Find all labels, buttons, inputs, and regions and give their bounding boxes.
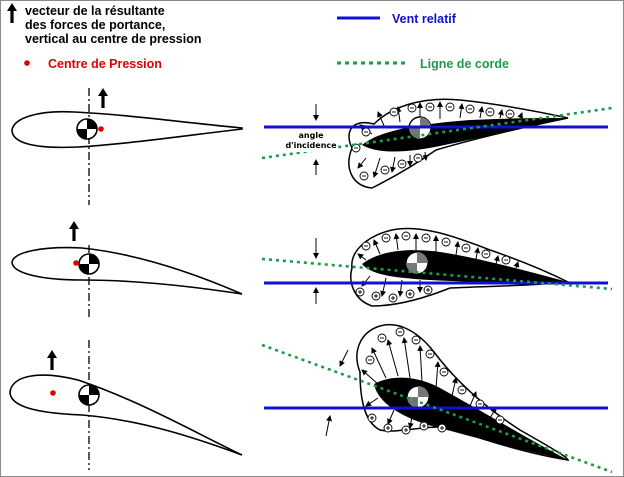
minus-signs-lower bbox=[362, 157, 420, 177]
angle-arrow-bottom bbox=[325, 415, 332, 437]
legend-lift-vector-text: vecteur de la résultante des forces de p… bbox=[25, 4, 202, 46]
airfoil-outline bbox=[9, 374, 243, 456]
pressure-center-red-dot-icon bbox=[50, 390, 56, 396]
center-of-gravity-cg-symbol-icon bbox=[406, 385, 430, 409]
chord-line bbox=[261, 343, 613, 474]
left-airfoil-medium-incidence bbox=[11, 221, 243, 318]
lift-vector-up-arrow-icon bbox=[98, 88, 108, 108]
minus-signs bbox=[364, 235, 508, 261]
force-arrows bbox=[357, 101, 523, 178]
airfoil-outline bbox=[11, 110, 243, 149]
chord-line bbox=[261, 257, 613, 291]
legend-relative-wind-text: Vent relatif bbox=[392, 12, 456, 26]
left-airfoil-high-incidence bbox=[9, 340, 243, 470]
angle-label-line-1: angle bbox=[299, 131, 325, 140]
lift-vector-up-arrow-icon bbox=[47, 350, 57, 370]
legend bbox=[7, 3, 408, 66]
legend-chord-line-text: Ligne de corde bbox=[420, 57, 509, 71]
plus-signs bbox=[370, 416, 444, 432]
pressure-center-red-dot-icon bbox=[98, 126, 104, 132]
lift-vector-up-arrow-icon bbox=[7, 3, 17, 23]
legend-pressure-center-text: Centre de Pression bbox=[48, 57, 162, 71]
angle-arrow-top bbox=[339, 349, 349, 367]
angle-label-line-2: d'incidence bbox=[285, 141, 337, 150]
center-of-gravity-cg-symbol-icon bbox=[76, 118, 98, 140]
airfoil-outline bbox=[11, 246, 243, 295]
right-pressure-distribution-medium-incidence bbox=[261, 227, 613, 307]
left-airfoil-low-incidence bbox=[11, 88, 243, 205]
angle-label-bg bbox=[285, 130, 335, 152]
right-pressure-distribution-high-incidence bbox=[261, 323, 613, 474]
minus-signs bbox=[354, 106, 512, 149]
lift-vector-up-arrow-icon bbox=[69, 221, 79, 241]
plus-signs bbox=[358, 288, 430, 300]
center-of-gravity-cg-symbol-icon bbox=[78, 384, 100, 406]
right-pressure-distribution-low-incidence: angle d'incidence bbox=[261, 98, 613, 189]
minus-signs bbox=[368, 331, 502, 421]
center-of-gravity-cg-symbol-icon bbox=[78, 253, 100, 275]
force-arrows bbox=[361, 337, 497, 429]
minus-circle-icons bbox=[361, 231, 511, 265]
pressure-center-red-dot-icon bbox=[24, 60, 30, 66]
pressure-center-red-dot-icon bbox=[73, 260, 79, 266]
